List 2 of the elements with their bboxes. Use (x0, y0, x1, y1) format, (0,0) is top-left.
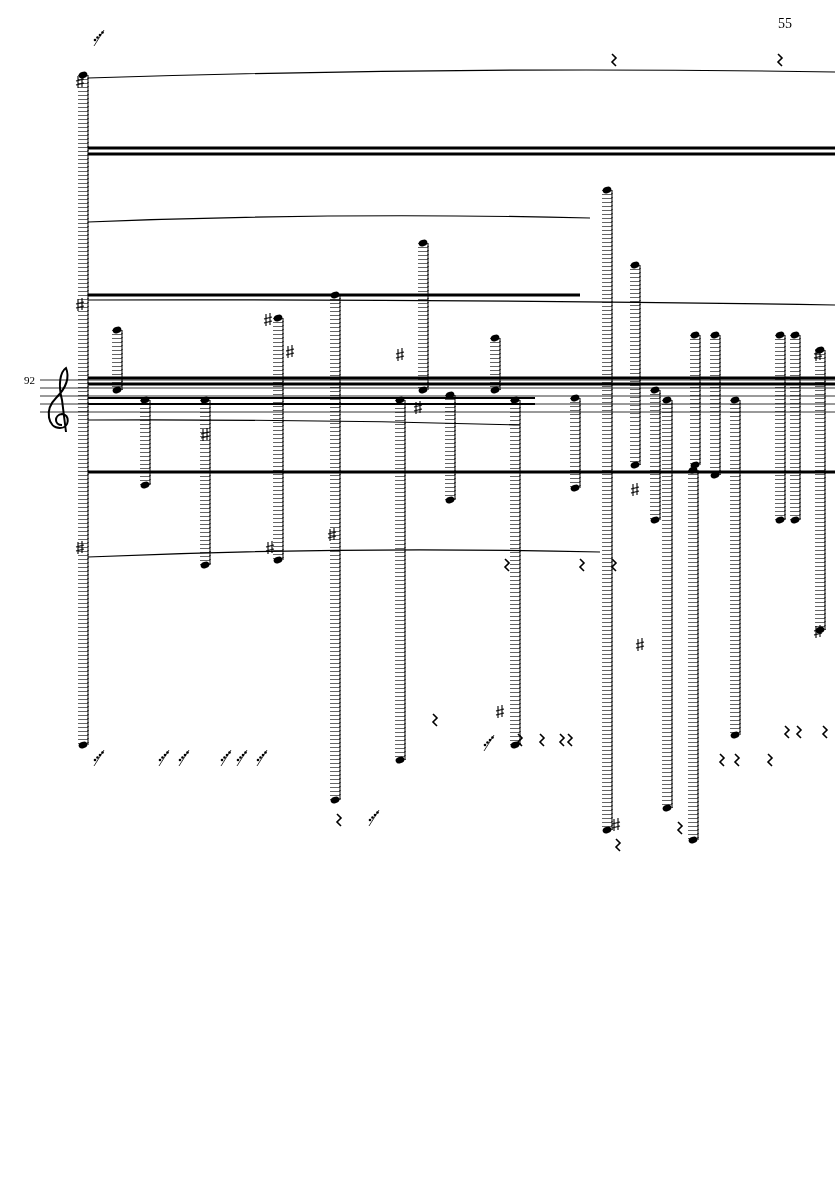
measure-number: 92 (24, 374, 35, 386)
page-number: 55 (778, 16, 792, 32)
